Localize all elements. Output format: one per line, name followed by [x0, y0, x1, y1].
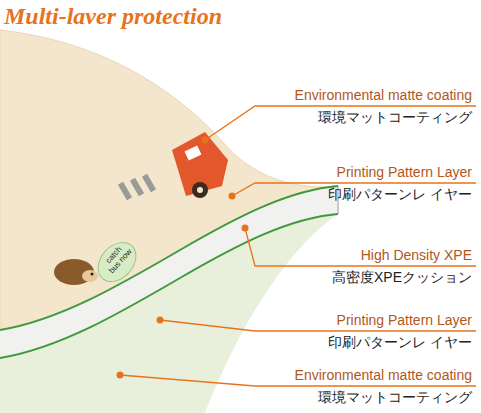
- hedgehog-picture: [54, 259, 98, 285]
- layer-name-jp: 印刷パターンレ イヤー: [328, 186, 472, 203]
- green-edge: [0, 214, 338, 358]
- green-edge: [0, 186, 338, 330]
- leader-dots: [117, 137, 249, 379]
- layer-name: High Density XPE: [361, 247, 472, 264]
- layer-name: Printing Pattern Layer: [337, 312, 472, 329]
- xpe-band: [0, 186, 338, 358]
- title: Multi-laver protection: [4, 2, 222, 30]
- layer-name-jp: 環境マットコーティング: [318, 109, 472, 126]
- car-picture: [172, 132, 228, 198]
- layer-name: Environmental matte coating: [295, 87, 472, 104]
- stripes: [118, 174, 156, 201]
- layer-name: Environmental matte coating: [295, 367, 472, 384]
- layer-name: Printing Pattern Layer: [337, 164, 472, 181]
- layer-name-jp: 環境マットコーティング: [318, 389, 472, 406]
- layer-name-jp: 高密度XPEクッション: [332, 269, 472, 286]
- leader-lines: [120, 106, 476, 386]
- layer-name-jp: 印刷パターンレ イヤー: [328, 334, 472, 351]
- speech-bubble: [90, 235, 143, 289]
